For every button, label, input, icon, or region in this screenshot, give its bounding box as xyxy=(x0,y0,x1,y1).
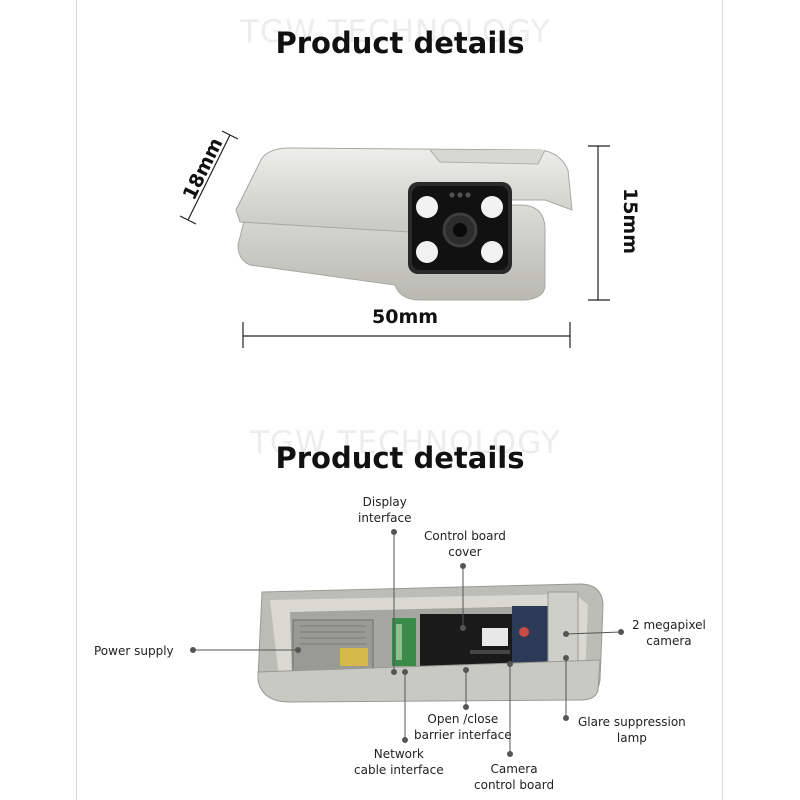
callout-control-board-cover: Control board cover xyxy=(424,529,506,559)
callout-megapixel-camera: 2 megapixel camera xyxy=(632,618,706,648)
height-dimension-line xyxy=(588,145,610,301)
watermark-top: TGW TECHNOLOGY xyxy=(240,14,551,50)
width-dimension-line xyxy=(242,322,571,348)
callout-network-cable: Network cable interface xyxy=(354,747,444,777)
camera-internal-view xyxy=(257,583,604,703)
watermark-bottom: TGW TECHNOLOGY xyxy=(250,425,561,461)
depth-dimension-line xyxy=(179,130,239,225)
heading-top: Product details xyxy=(275,26,525,60)
right-edge-line xyxy=(722,0,723,800)
width-dimension-label: 50mm xyxy=(372,306,439,328)
left-edge-line xyxy=(76,0,77,800)
callout-power-supply: Power supply xyxy=(94,644,174,658)
height-dimension-label: 15mm xyxy=(619,187,642,255)
camera-front-view xyxy=(235,147,573,301)
callout-leaders xyxy=(190,529,624,757)
heading-bottom: Product details xyxy=(275,441,525,475)
callout-open-close-barrier: Open /close barrier interface xyxy=(414,712,512,742)
callout-camera-control-board: Camera control board xyxy=(474,762,555,792)
callout-glare-suppression-lamp: Glare suppression lamp xyxy=(578,715,686,745)
callout-display-interface: Display interface xyxy=(358,495,412,525)
